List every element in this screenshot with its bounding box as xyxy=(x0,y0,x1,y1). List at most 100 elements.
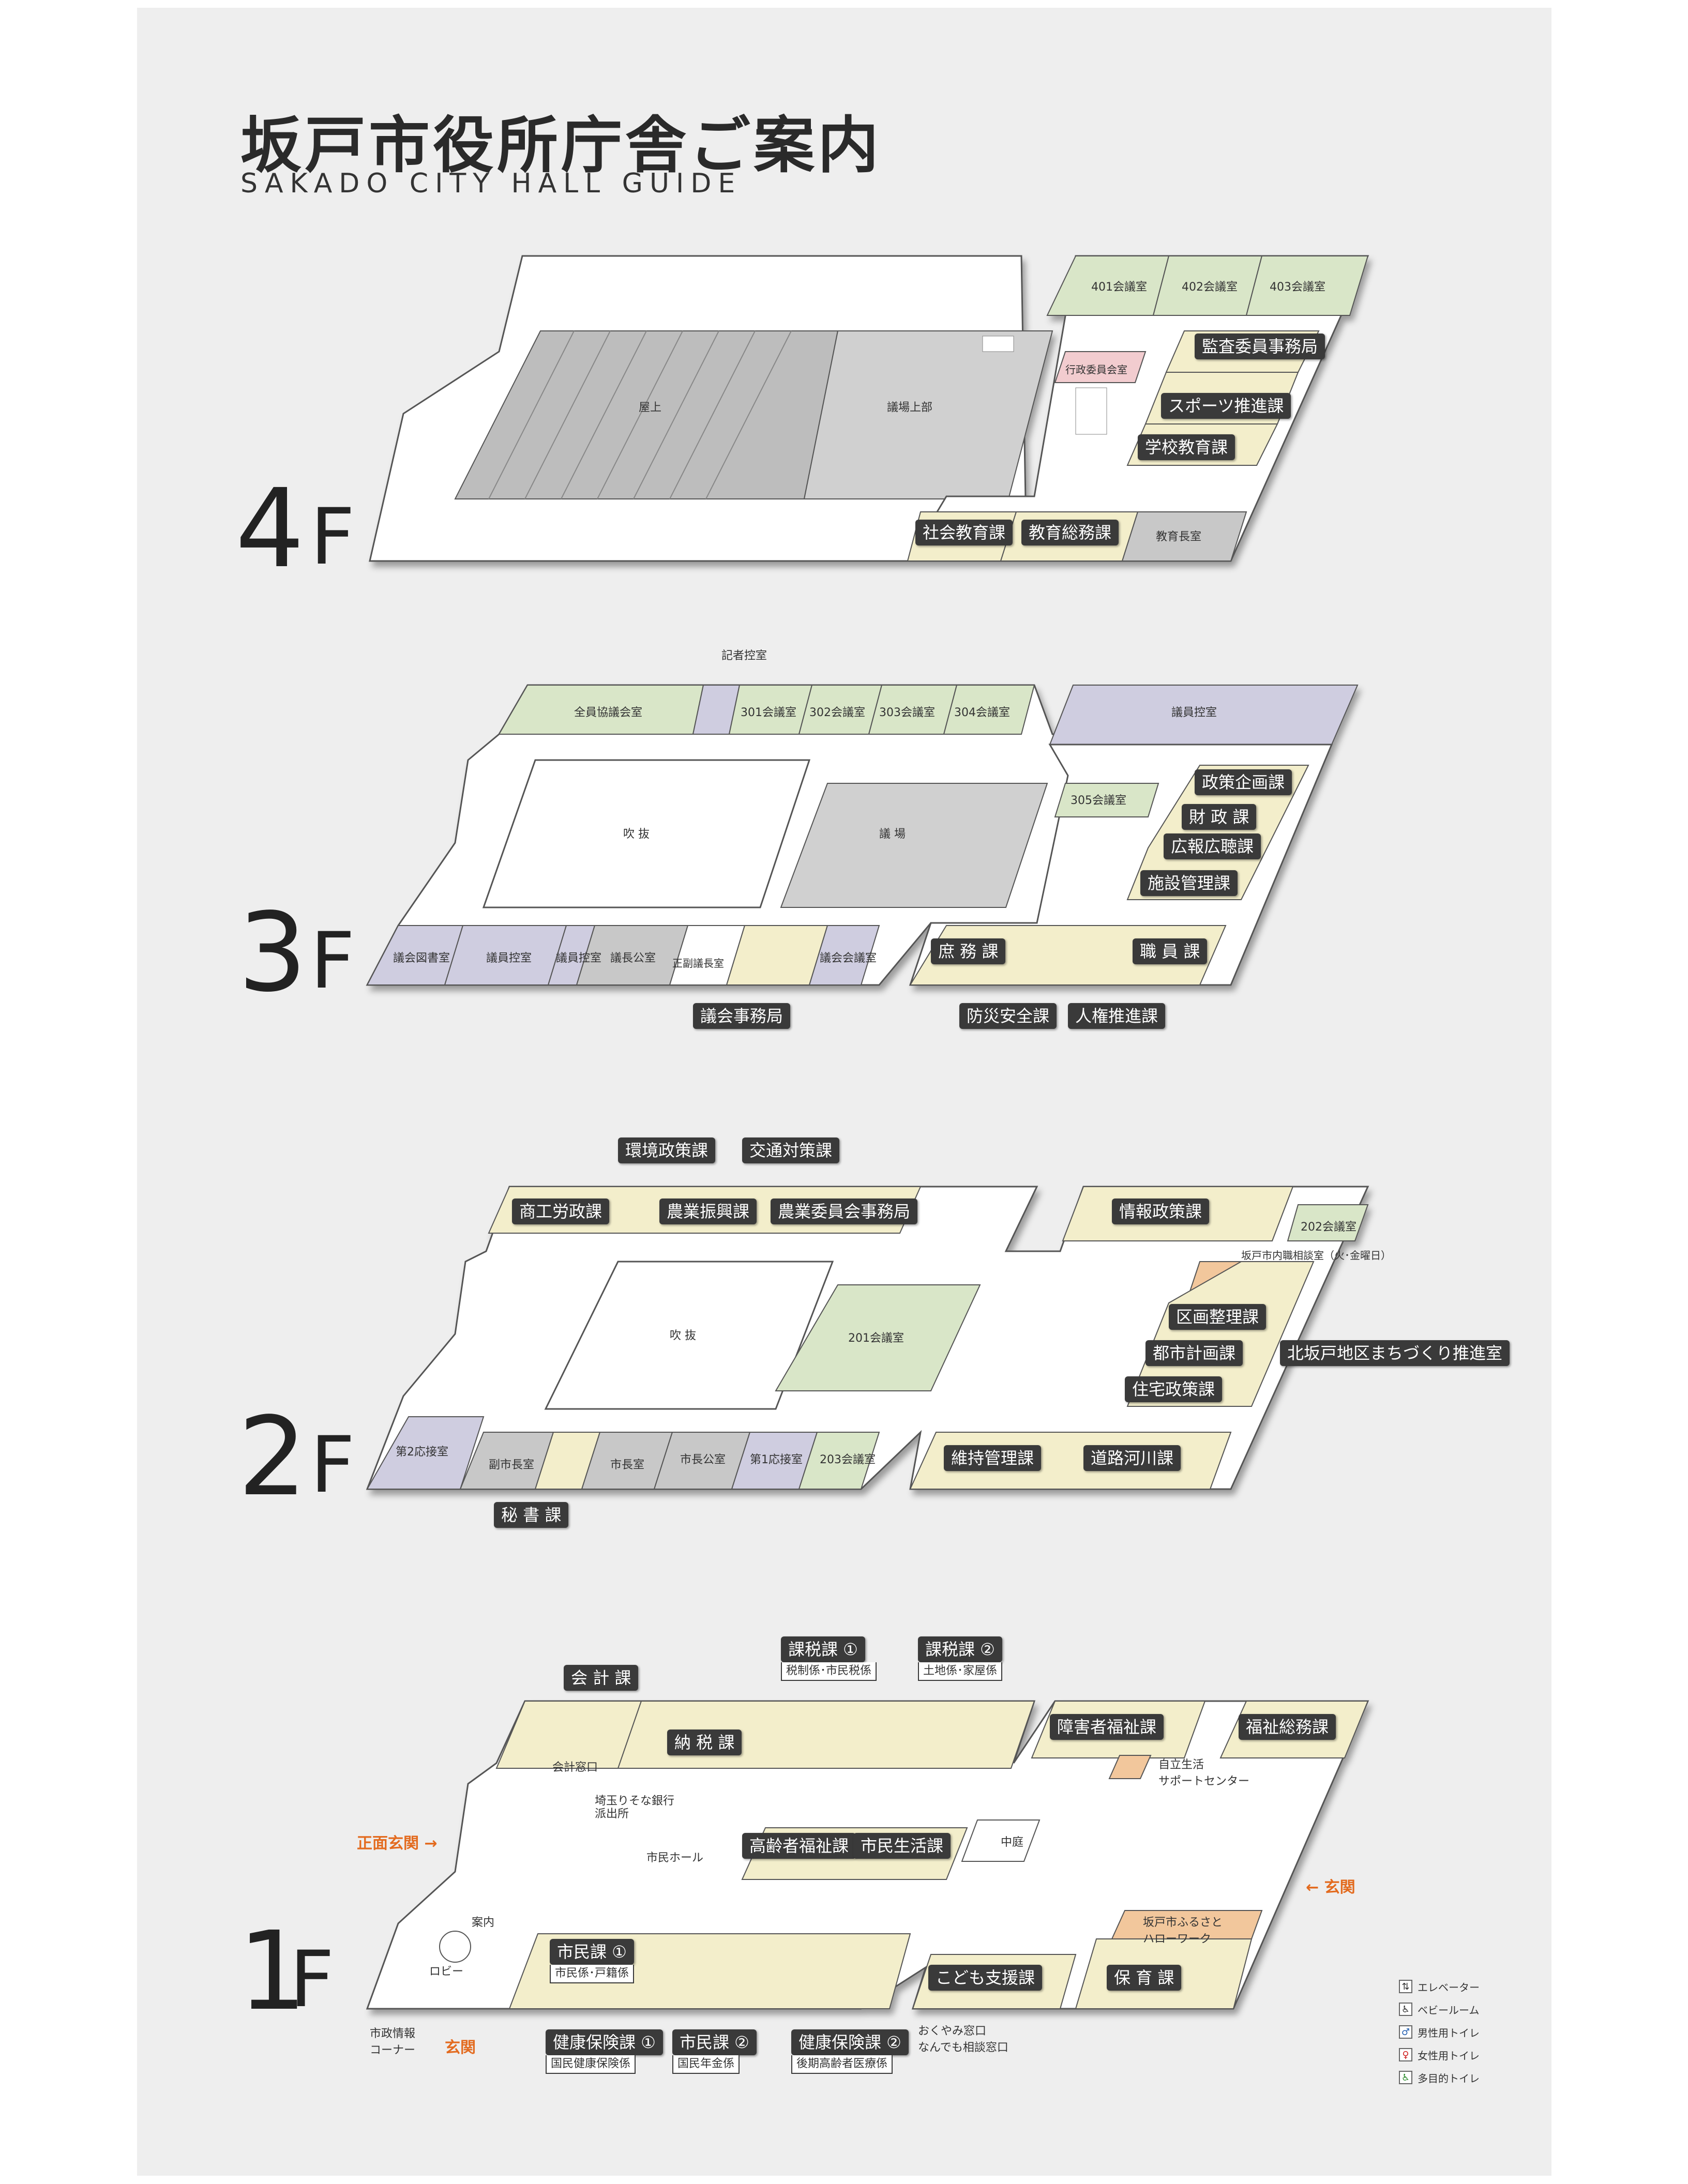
f3-label-giin-2: 議員控室 xyxy=(556,952,601,965)
label-joho-corner: 市政情報コーナー xyxy=(370,2027,416,2057)
f2-room-201 xyxy=(775,1284,981,1391)
f2-label-shicho: 市長室 xyxy=(610,1459,644,1472)
f4-gijo-upper xyxy=(803,330,1053,499)
f3-label-seifuku: 正副議長室 xyxy=(672,957,724,969)
dept-sports: スポーツ推進課 xyxy=(1161,393,1291,419)
f1-jiritsu-room xyxy=(1108,1755,1152,1779)
multipurpose-toilet-icon: ♿ xyxy=(1399,2071,1412,2084)
dept-kenko2-sub: 後期高齢者医療係 xyxy=(791,2055,893,2074)
legend-item-elevator: ⇅ エレベーター xyxy=(1399,1975,1480,1998)
f1-label-chutei: 中庭 xyxy=(1001,1836,1023,1849)
dept-shimin1-sub: 市民係･戸籍係 xyxy=(550,1965,635,1983)
male-toilet-icon: ♂ xyxy=(1399,2025,1412,2039)
dept-shimin2-sub: 国民年金係 xyxy=(672,2055,740,2074)
f3-label-giin-hikae: 議員控室 xyxy=(1171,706,1217,719)
dept-hisho: 秘 書 課 xyxy=(494,1502,569,1528)
dept-kodomo: こども支援課 xyxy=(928,1965,1043,1991)
f4-floor-f: F xyxy=(310,492,355,582)
f2-label-osetsu2: 第2応接室 xyxy=(396,1446,448,1459)
f2-label-fukushicho: 副市長室 xyxy=(489,1459,534,1472)
dept-shimin1: 市民課 ① xyxy=(550,1939,634,1965)
dept-kansa: 監査委員事務局 xyxy=(1195,333,1325,359)
dept-kenko1-sub: 国民健康保険係 xyxy=(546,2055,636,2074)
page-subtitle: SAKADO CITY HALL GUIDE xyxy=(240,168,742,199)
dept-joho: 情報政策課 xyxy=(1112,1199,1210,1224)
dept-nogyo: 農業振興課 xyxy=(659,1199,757,1224)
legend-label: ベビールーム xyxy=(1418,2004,1480,2016)
dept-koreisha: 高齢者福祉課 xyxy=(742,1833,856,1859)
f4-label-gijo: 議場上部 xyxy=(887,401,932,414)
legend-item-baby-room: ♿ ベビールーム xyxy=(1399,1998,1480,2021)
dept-noiin: 農業委員会事務局 xyxy=(771,1199,918,1224)
dept-shisetsu: 施設管理課 xyxy=(1140,870,1238,896)
dept-nozei: 納 税 課 xyxy=(667,1730,742,1755)
legend: ⇅ エレベーター ♿ ベビールーム ♂ 男性用トイレ ♀ 女性用トイレ ♿ 多目… xyxy=(1399,1975,1480,2089)
legend-label: エレベーター xyxy=(1418,1981,1480,1994)
f4-room-403 xyxy=(1245,255,1369,316)
dept-toshi: 都市計画課 xyxy=(1146,1340,1243,1366)
legend-label: 男性用トイレ xyxy=(1418,2026,1480,2039)
f4-label-gyosei: 行政委員会室 xyxy=(1065,363,1127,376)
female-toilet-icon: ♀ xyxy=(1399,2048,1412,2061)
dept-iji: 維持管理課 xyxy=(944,1445,1042,1471)
dept-shimin2: 市民課 ② xyxy=(672,2029,757,2055)
f3-dept-area-east xyxy=(1126,765,1309,900)
f1-label-annai: 案内 xyxy=(472,1916,494,1929)
f3-label-giin-1: 議員控室 xyxy=(486,952,532,965)
f1-kaikei-area xyxy=(495,1701,642,1769)
dept-zaisei: 財 政 課 xyxy=(1182,804,1257,830)
f2-label-202: 202会議室 xyxy=(1301,1221,1357,1234)
f3-label-304: 304会議室 xyxy=(954,706,1010,719)
dept-shogai: 障害者福祉課 xyxy=(1050,1714,1164,1740)
dept-shoko: 商工労政課 xyxy=(512,1199,610,1224)
dept-hoiku: 保 育 課 xyxy=(1107,1965,1182,1991)
dept-kukaku: 区画整理課 xyxy=(1169,1304,1267,1330)
f1-label-ginko: 埼玉りそな銀行 xyxy=(595,1795,674,1808)
dept-koho: 広報広聴課 xyxy=(1164,833,1261,859)
dept-kazei1-sub: 税制係･市民税係 xyxy=(781,1662,877,1681)
f2-floor-number: 2 xyxy=(238,1393,307,1520)
f3-label-gikai-kaigi: 議会会議室 xyxy=(820,952,877,965)
f3-label-305: 305会議室 xyxy=(1071,794,1126,807)
f4-kyoikucho-area xyxy=(1121,511,1247,562)
f3-label-gicho: 議長公室 xyxy=(610,952,656,965)
elevator-icon: ⇅ xyxy=(1399,1980,1412,1993)
dept-doro: 道路河川課 xyxy=(1083,1445,1181,1471)
f3-label-302: 302会議室 xyxy=(809,706,865,719)
f1-floor-number: 1 xyxy=(238,1908,307,2035)
f4-floor-number: 4 xyxy=(235,465,305,592)
floor-1: 会計窓口 埼玉りそな銀行 派出所 市民ホール 中庭 案内 ロビー 1 F xyxy=(238,1700,1369,2035)
label-jiritsu: 自立生活サポートセンター xyxy=(1158,1758,1250,1788)
f2-label-naishoku: 坂戸市内職相談室（火･金曜日） xyxy=(1241,1249,1391,1262)
f3-label-zenin: 全員協議会室 xyxy=(574,706,642,719)
f4-gyosei-room xyxy=(1054,351,1147,383)
f2-label-201: 201会議室 xyxy=(848,1332,904,1345)
legend-label: 多目的トイレ xyxy=(1418,2072,1480,2085)
page-title: 坂戸市役所庁舎ご案内 xyxy=(240,110,882,181)
f2-label-osetsu1: 第1応接室 xyxy=(750,1453,803,1466)
label-hellowork: 坂戸市ふるさとハローワーク xyxy=(1143,1916,1223,1946)
f3-floor-number: 3 xyxy=(238,889,307,1016)
legend-item-multipurpose-toilet: ♿ 多目的トイレ xyxy=(1399,2066,1480,2089)
f3-gijo xyxy=(780,783,1048,908)
dept-seikatsu: 市民生活課 xyxy=(853,1833,951,1859)
dept-jinken: 人権推進課 xyxy=(1068,1003,1166,1029)
f1-label-kaikei-madoguchi: 会計窓口 xyxy=(552,1761,598,1774)
f3-gikai-kaigi xyxy=(808,925,880,985)
f2-floor-f: F xyxy=(310,1420,355,1510)
f1-label-shimin-hall: 市民ホール xyxy=(646,1852,703,1864)
dept-gakko: 学校教育課 xyxy=(1138,434,1235,460)
dept-kankyo: 環境政策課 xyxy=(618,1138,716,1163)
f1-label-ginko-2: 派出所 xyxy=(595,1808,629,1821)
f2-room-203 xyxy=(798,1432,880,1490)
f2-label-shichokoshitsu: 市長公室 xyxy=(680,1453,726,1466)
dept-jutaku: 住宅政策課 xyxy=(1125,1376,1223,1402)
f2-dept-east xyxy=(1126,1261,1315,1407)
dept-seisaku: 政策企画課 xyxy=(1195,769,1292,795)
f4-label-401: 401会議室 xyxy=(1091,281,1147,294)
f1-chutei xyxy=(961,1819,1041,1862)
f3-room-304 xyxy=(943,685,1035,735)
legend-item-female-toilet: ♀ 女性用トイレ xyxy=(1399,2043,1480,2066)
f1-floor-f: F xyxy=(290,1935,334,2025)
f3-label-303: 303会議室 xyxy=(879,706,935,719)
